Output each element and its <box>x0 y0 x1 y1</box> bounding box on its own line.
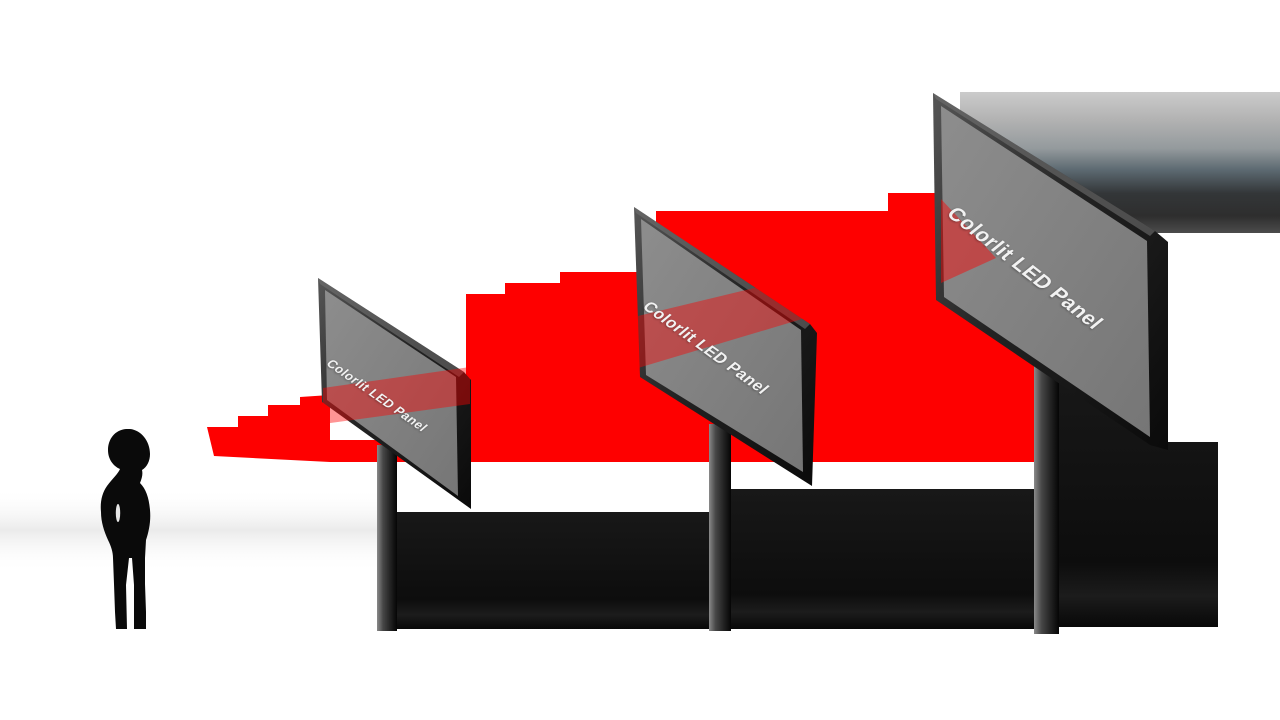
billboard-small-screen <box>325 290 458 496</box>
beam-endpoint-triangle <box>941 199 996 283</box>
billboard-small-frame-highlight <box>318 278 464 377</box>
beam-overlay-medium <box>638 274 812 368</box>
viewing-beam-near <box>207 395 330 462</box>
billboard-pole-large <box>1034 366 1059 634</box>
floor-shadow-streak <box>0 488 382 572</box>
base-block-2 <box>731 489 1034 629</box>
arm-gap-highlight <box>115 504 121 522</box>
billboard-medium-screen <box>641 219 803 472</box>
base-block-3 <box>1059 370 1218 627</box>
billboard-small <box>318 278 471 509</box>
billboard-medium-frame-highlight <box>634 207 810 329</box>
beam-overlay-small <box>323 367 470 424</box>
billboard-pole-medium <box>709 424 731 631</box>
person-silhouette <box>100 429 151 629</box>
billboard-pole-small <box>377 445 397 631</box>
billboard-large-frame-highlight <box>933 93 1155 236</box>
billboard-large-screen <box>941 106 1150 437</box>
billboard-large <box>933 93 1168 450</box>
base-block-1 <box>397 512 710 629</box>
billboard-medium <box>634 207 817 486</box>
